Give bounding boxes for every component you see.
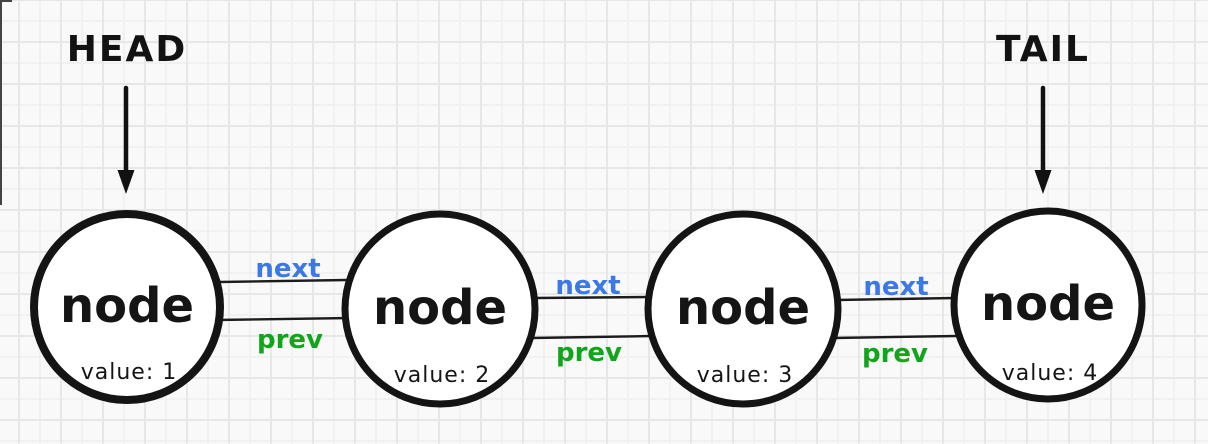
node-2-circle [341, 210, 539, 408]
link-1-next-line [217, 278, 349, 284]
node-4-circle [950, 207, 1146, 403]
canvas-edge-artifact-top [0, 0, 12, 2]
link-2-next-label: next [555, 271, 620, 301]
tail-arrow-down-icon [1034, 170, 1052, 194]
link-1-prev-line [213, 316, 353, 322]
link-3-next-line [835, 296, 957, 302]
link-3 [832, 296, 959, 340]
tail-pointer-arrow [1034, 85, 1052, 194]
link-1-prev-label: prev [257, 325, 323, 355]
link-2-next-line [534, 295, 652, 300]
link-3-prev-line [832, 334, 959, 340]
node-1-label: node [60, 278, 194, 334]
tail-pointer-label: TAIL [996, 29, 1090, 70]
node-3-circle [644, 210, 842, 408]
node-2-value: value: 2 [394, 363, 491, 388]
node-1-circle [30, 210, 224, 404]
link-3-prev-label: prev [862, 339, 928, 369]
node-2-label: node [373, 280, 507, 336]
link-2 [530, 295, 654, 340]
head-pointer-label: HEAD [67, 29, 187, 70]
link-2-prev-label: prev [556, 338, 622, 368]
node-3-value: value: 3 [697, 363, 794, 388]
link-3-next-label: next [863, 272, 928, 302]
node-4-value: value: 4 [1002, 361, 1099, 386]
head-pointer-arrow [117, 85, 135, 194]
head-arrow-down-icon [117, 170, 135, 194]
node-3-label: node [676, 280, 810, 336]
link-1-next-label: next [255, 254, 320, 284]
link-1 [213, 278, 353, 322]
node-4-label: node [981, 276, 1115, 332]
link-2-prev-line [530, 334, 654, 340]
node-1-value: value: 1 [81, 360, 178, 385]
canvas-edge-artifact-left [0, 0, 2, 205]
